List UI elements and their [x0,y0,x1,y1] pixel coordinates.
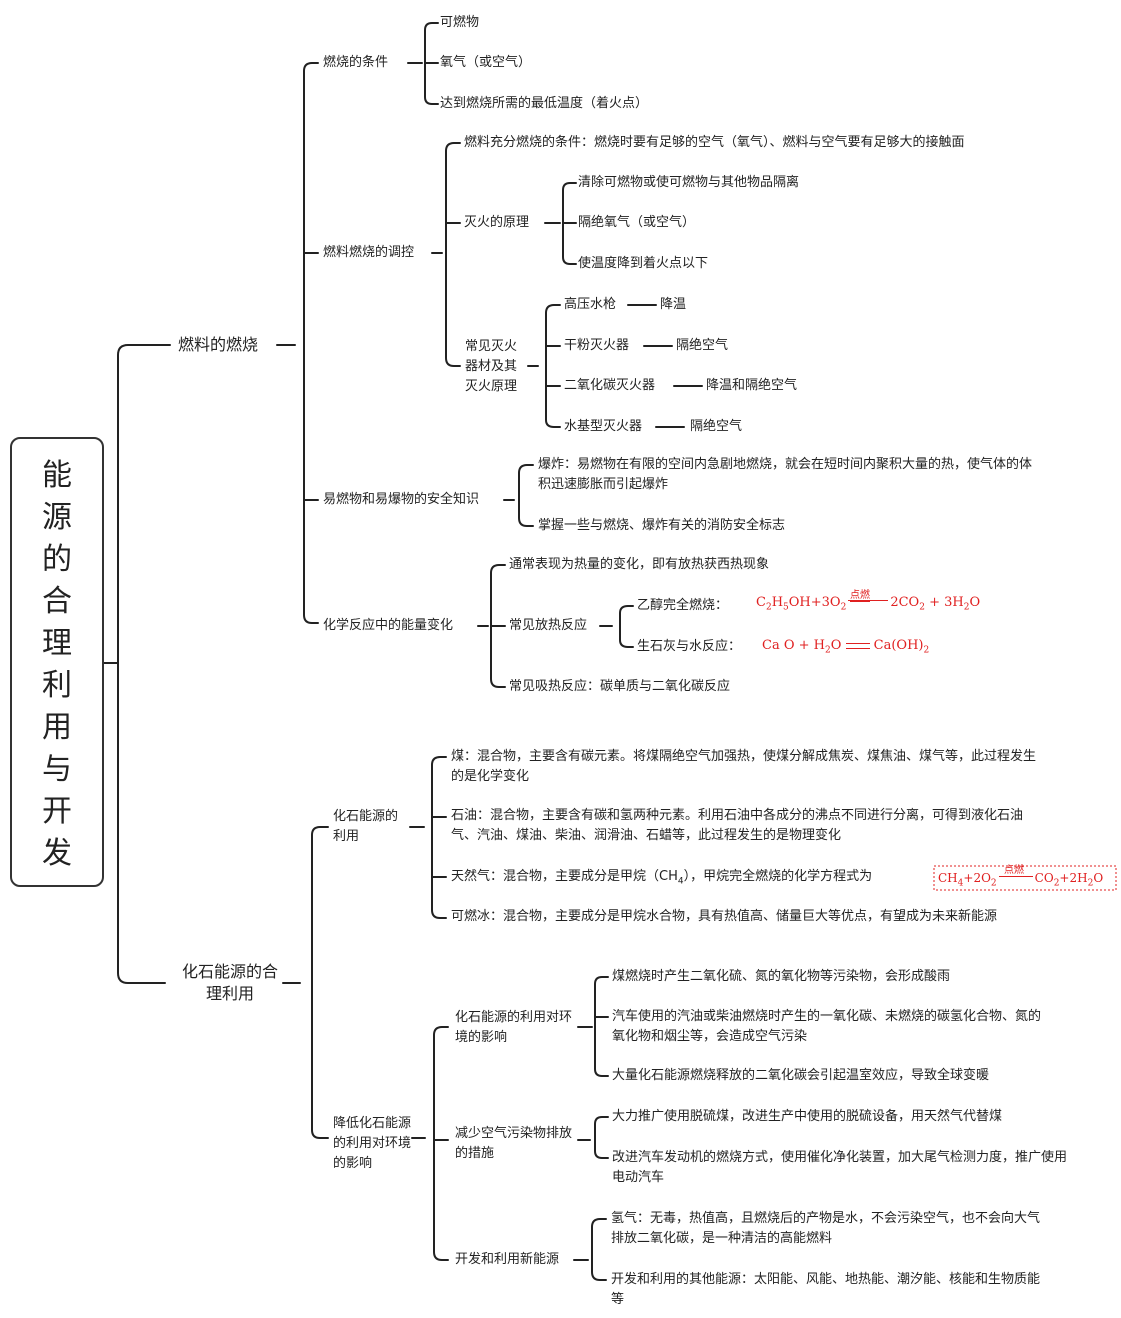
leaf-co2-principle: 降温和隔绝空气 [706,378,798,393]
lime-equation: Ca O + H2O Ca(OH)2 [762,638,930,656]
leaf-combustible-ice: 可燃冰：混合物，主要成分是甲烷水合物，具有热值高、储量巨大等优点，有望成为未来新… [451,909,998,924]
leaf-oil: 石油：混合物，主要含有碳和氢两种元素。利用石油中各成分的沸点不同进行分离，可得到… [451,808,1024,843]
leaf-water-based-principle: 隔绝空气 [690,419,743,434]
leaf-coal: 煤：混合物，主要含有碳元素。将煤隔绝空气加强热，使煤分解成焦炭、煤焦油、煤气等，… [451,749,1037,784]
methane-condition: 点燃 [1004,865,1024,877]
leaf-ignition-point: 达到燃烧所需的最低温度（着火点） [440,96,649,111]
leaf-natural-gas: 天然气：混合物，主要成分是甲烷（CH4），甲烷完全燃烧的化学方程式为 [451,869,873,887]
node-extinguisher-equipment: 常见灭火器材及其灭火原理 [465,339,518,394]
leaf-explosion: 爆炸：易燃物在有限的空间内急剧地燃烧，就会在短时间内聚积大量的热，使气体的体积迅… [538,457,1033,492]
leaf-water-gun-principle: 降温 [660,297,687,312]
leaf-heat-change: 通常表现为热量的变化，即有放热获西热现象 [509,557,770,572]
leaf-water-based: 水基型灭火器 [564,419,643,434]
leaf-ethanol-label: 乙醇完全燃烧： [637,598,729,613]
leaf-lime-label: 生石灰与水反应： [637,639,742,654]
node-fuel-combustion: 燃料的燃烧 [178,335,259,354]
leaf-hydrogen: 氢气：无毒，热值高，且燃烧后的产物是水，不会污染空气，也不会向大气排放二氧化碳，… [611,1211,1041,1246]
node-reduce-pollution: 减少空气污染物排放的措施 [455,1126,573,1161]
leaf-air-pollution: 汽车使用的汽油或柴油燃烧时产生的一氧化碳、未燃烧的碳氢化合物、氮的氧化物和烟尘等… [612,1009,1042,1044]
leaf-dry-powder: 干粉灭火器 [564,338,630,353]
leaf-co2-extinguisher: 二氧化碳灭火器 [564,378,656,393]
leaf-full-combustion: 燃料充分燃烧的条件：燃烧时要有足够的空气（氧气）、燃料与空气要有足够大的接触面 [464,135,965,150]
leaf-endothermic: 常见吸热反应：碳单质与二氧化碳反应 [509,679,731,694]
leaf-greenhouse: 大量化石能源燃烧释放的二氧化碳会引起温室效应，导致全球变暖 [612,1068,990,1083]
leaf-vehicle-improvement: 改进汽车发动机的燃烧方式，使用催化净化装置，加大尾气检测力度，推广使用电动汽车 [612,1150,1068,1185]
node-reduce-impact: 降低化石能源的利用对环境的影响 [333,1116,412,1171]
node-env-impact: 化石能源的利用对环境的影响 [455,1010,573,1045]
leaf-water-gun: 高压水枪 [564,297,617,312]
node-fossil-use: 化石能源的利用 [333,809,399,844]
leaf-oxygen: 氧气（或空气） [440,55,532,70]
leaf-other-energy: 开发和利用的其他能源：太阳能、风能、地热能、潮汐能、核能和生物质能等 [611,1272,1041,1307]
leaf-isolate-oxygen: 隔绝氧气（或空气） [578,215,696,230]
leaf-lower-temperature: 使温度降到着火点以下 [578,256,709,271]
root-node: 能源的合理利用与开发 [10,437,104,887]
node-extinguish-principle: 灭火的原理 [464,215,530,230]
leaf-dry-powder-principle: 隔绝空气 [676,338,729,353]
leaf-fire-signs: 掌握一些与燃烧、爆炸有关的消防安全标志 [538,518,786,533]
node-combustion-control: 燃料燃烧的调控 [323,245,415,260]
node-combustion-conditions: 燃烧的条件 [323,55,389,70]
leaf-desulfurized-coal: 大力推广使用脱硫煤，改进生产中使用的脱硫设备，用天然气代替煤 [612,1109,1003,1124]
node-fossil-energy: 化石能源的合理利用 [181,962,278,1003]
leaf-acid-rain: 煤燃烧时产生二氧化硫、氮的氧化物等污染物，会形成酸雨 [612,969,951,984]
leaf-remove-combustible: 清除可燃物或使可燃物与其他物品隔离 [578,175,800,190]
node-exothermic: 常见放热反应 [509,618,588,633]
ethanol-condition: 点燃 [850,590,870,602]
root-title: 能源的合理利用与开发 [42,458,72,871]
node-new-energy: 开发和利用新能源 [455,1252,560,1267]
node-safety-knowledge: 易燃物和易爆物的安全知识 [323,492,480,507]
node-energy-change: 化学反应中的能量变化 [323,618,454,633]
leaf-combustible: 可燃物 [440,15,480,30]
